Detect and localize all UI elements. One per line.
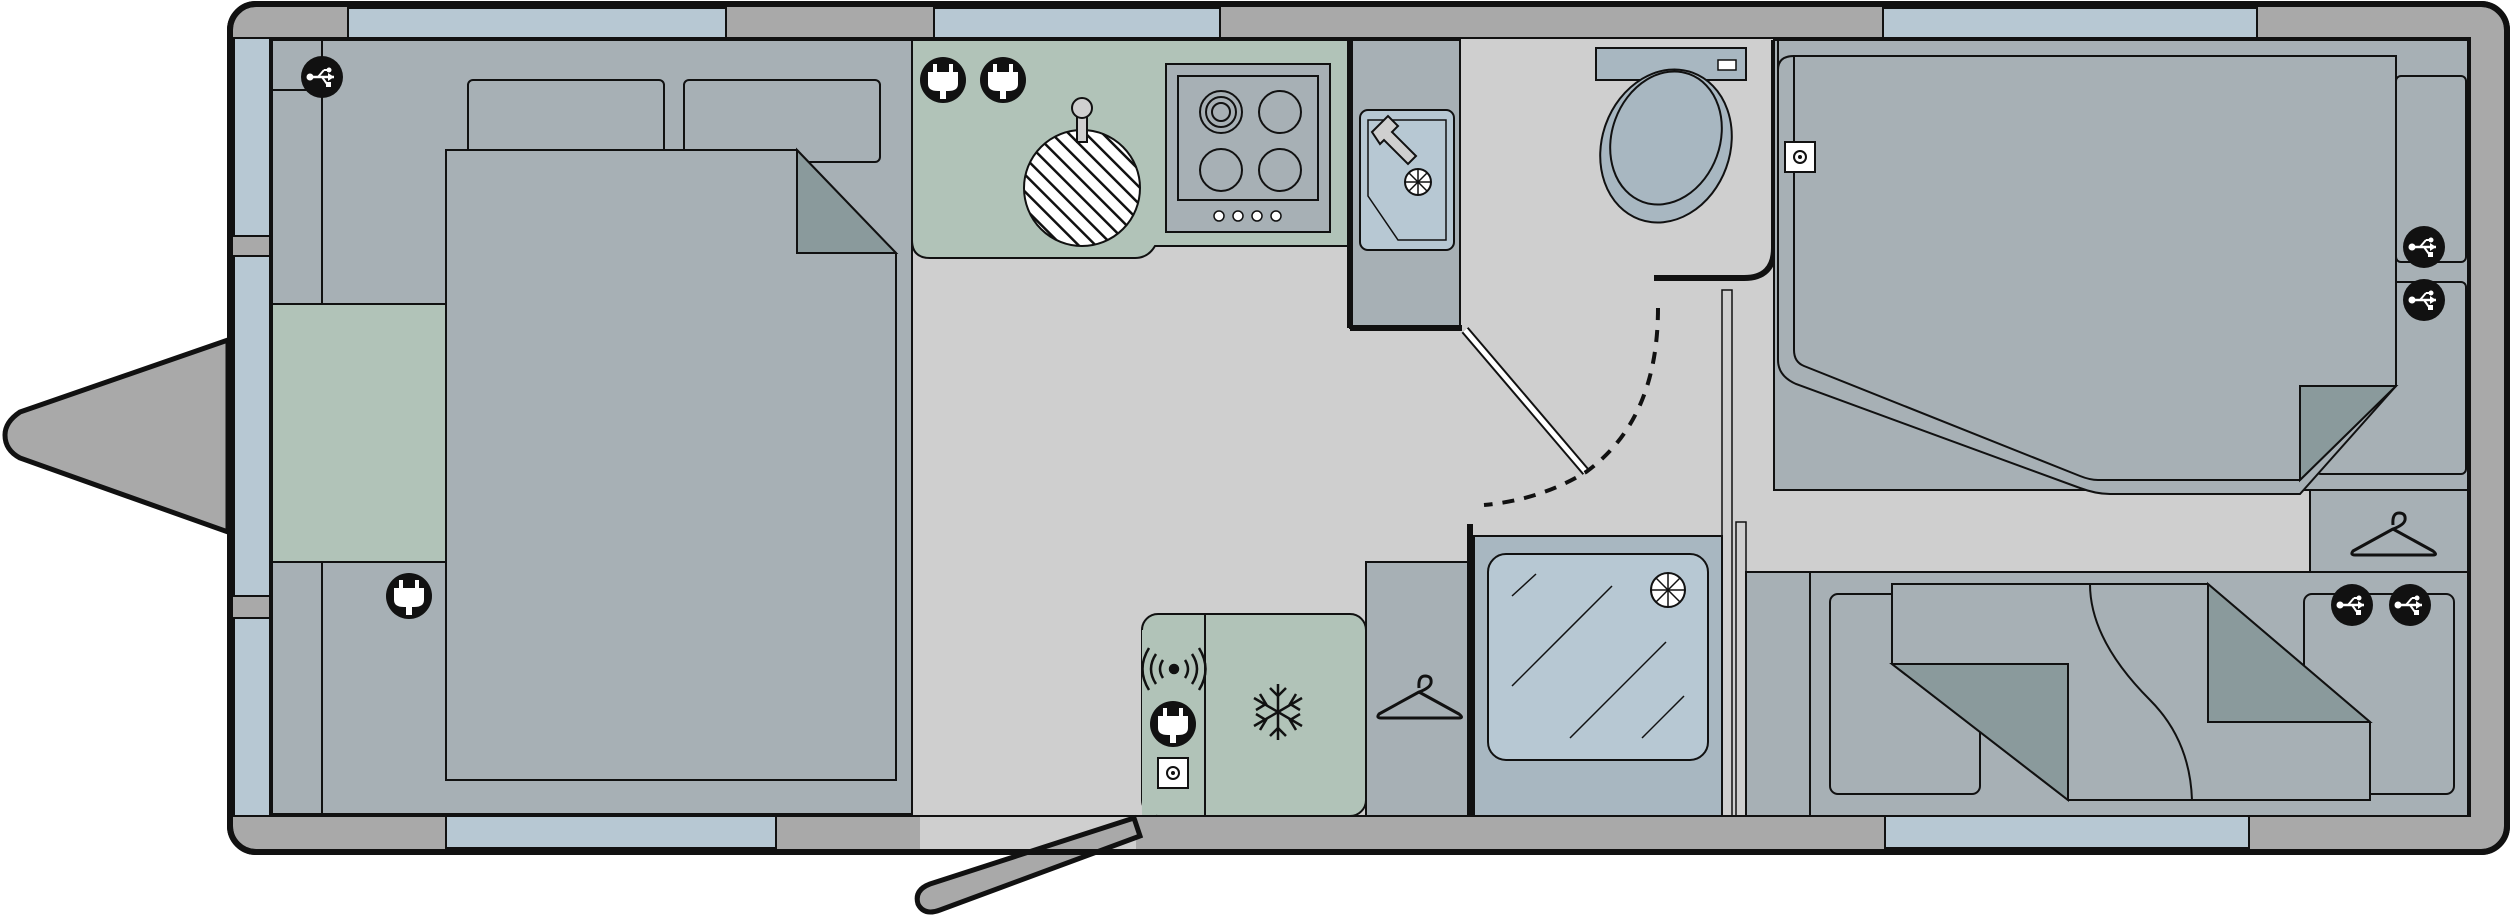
window-front-lower [233,617,271,817]
washroom [1461,40,1777,817]
usb-socket-icon [299,54,345,100]
door-swing [1483,307,1660,507]
kitchen [911,39,1462,817]
window-front-middle [233,255,271,597]
usb-socket-icon [2387,582,2433,628]
oven-extractor [1023,129,1141,247]
mains-plug-icon [920,57,966,103]
shower-tray [1487,553,1709,761]
front-bedroom [271,39,913,815]
window-front-upper [233,37,271,237]
front-dresser [271,303,447,563]
window-top-kitchen [933,7,1221,39]
hitch-a-frame [2,336,231,536]
window-top-rear [1882,7,2258,39]
bed-fold-corner [796,147,899,254]
wifi-icon [1141,647,1207,691]
window-top-front [347,7,727,39]
bedside-cabinet-bottom [271,559,323,815]
snowflake-icon [1253,684,1303,740]
bedside-cabinet-top [271,89,323,305]
tv-point-icon [1157,757,1189,789]
tv-point-icon [1784,141,1816,173]
island-bed [445,149,897,781]
mains-plug-icon [386,573,432,619]
window-bottom-rear [1884,815,2250,849]
rear-bedroom [1745,39,2469,817]
mains-plug-icon [980,57,1026,103]
entrance-door[interactable] [914,814,1144,915]
usb-socket-icon [2329,582,2375,628]
window-bottom-front [445,815,777,849]
usb-socket-icon [2401,224,2447,270]
tap [1370,114,1418,166]
entrance [912,814,1144,915]
mains-plug-icon [1150,701,1196,747]
wardrobe [1365,561,1473,817]
usb-socket-icon [2401,277,2447,323]
corner-bed-fold [2299,385,2399,483]
